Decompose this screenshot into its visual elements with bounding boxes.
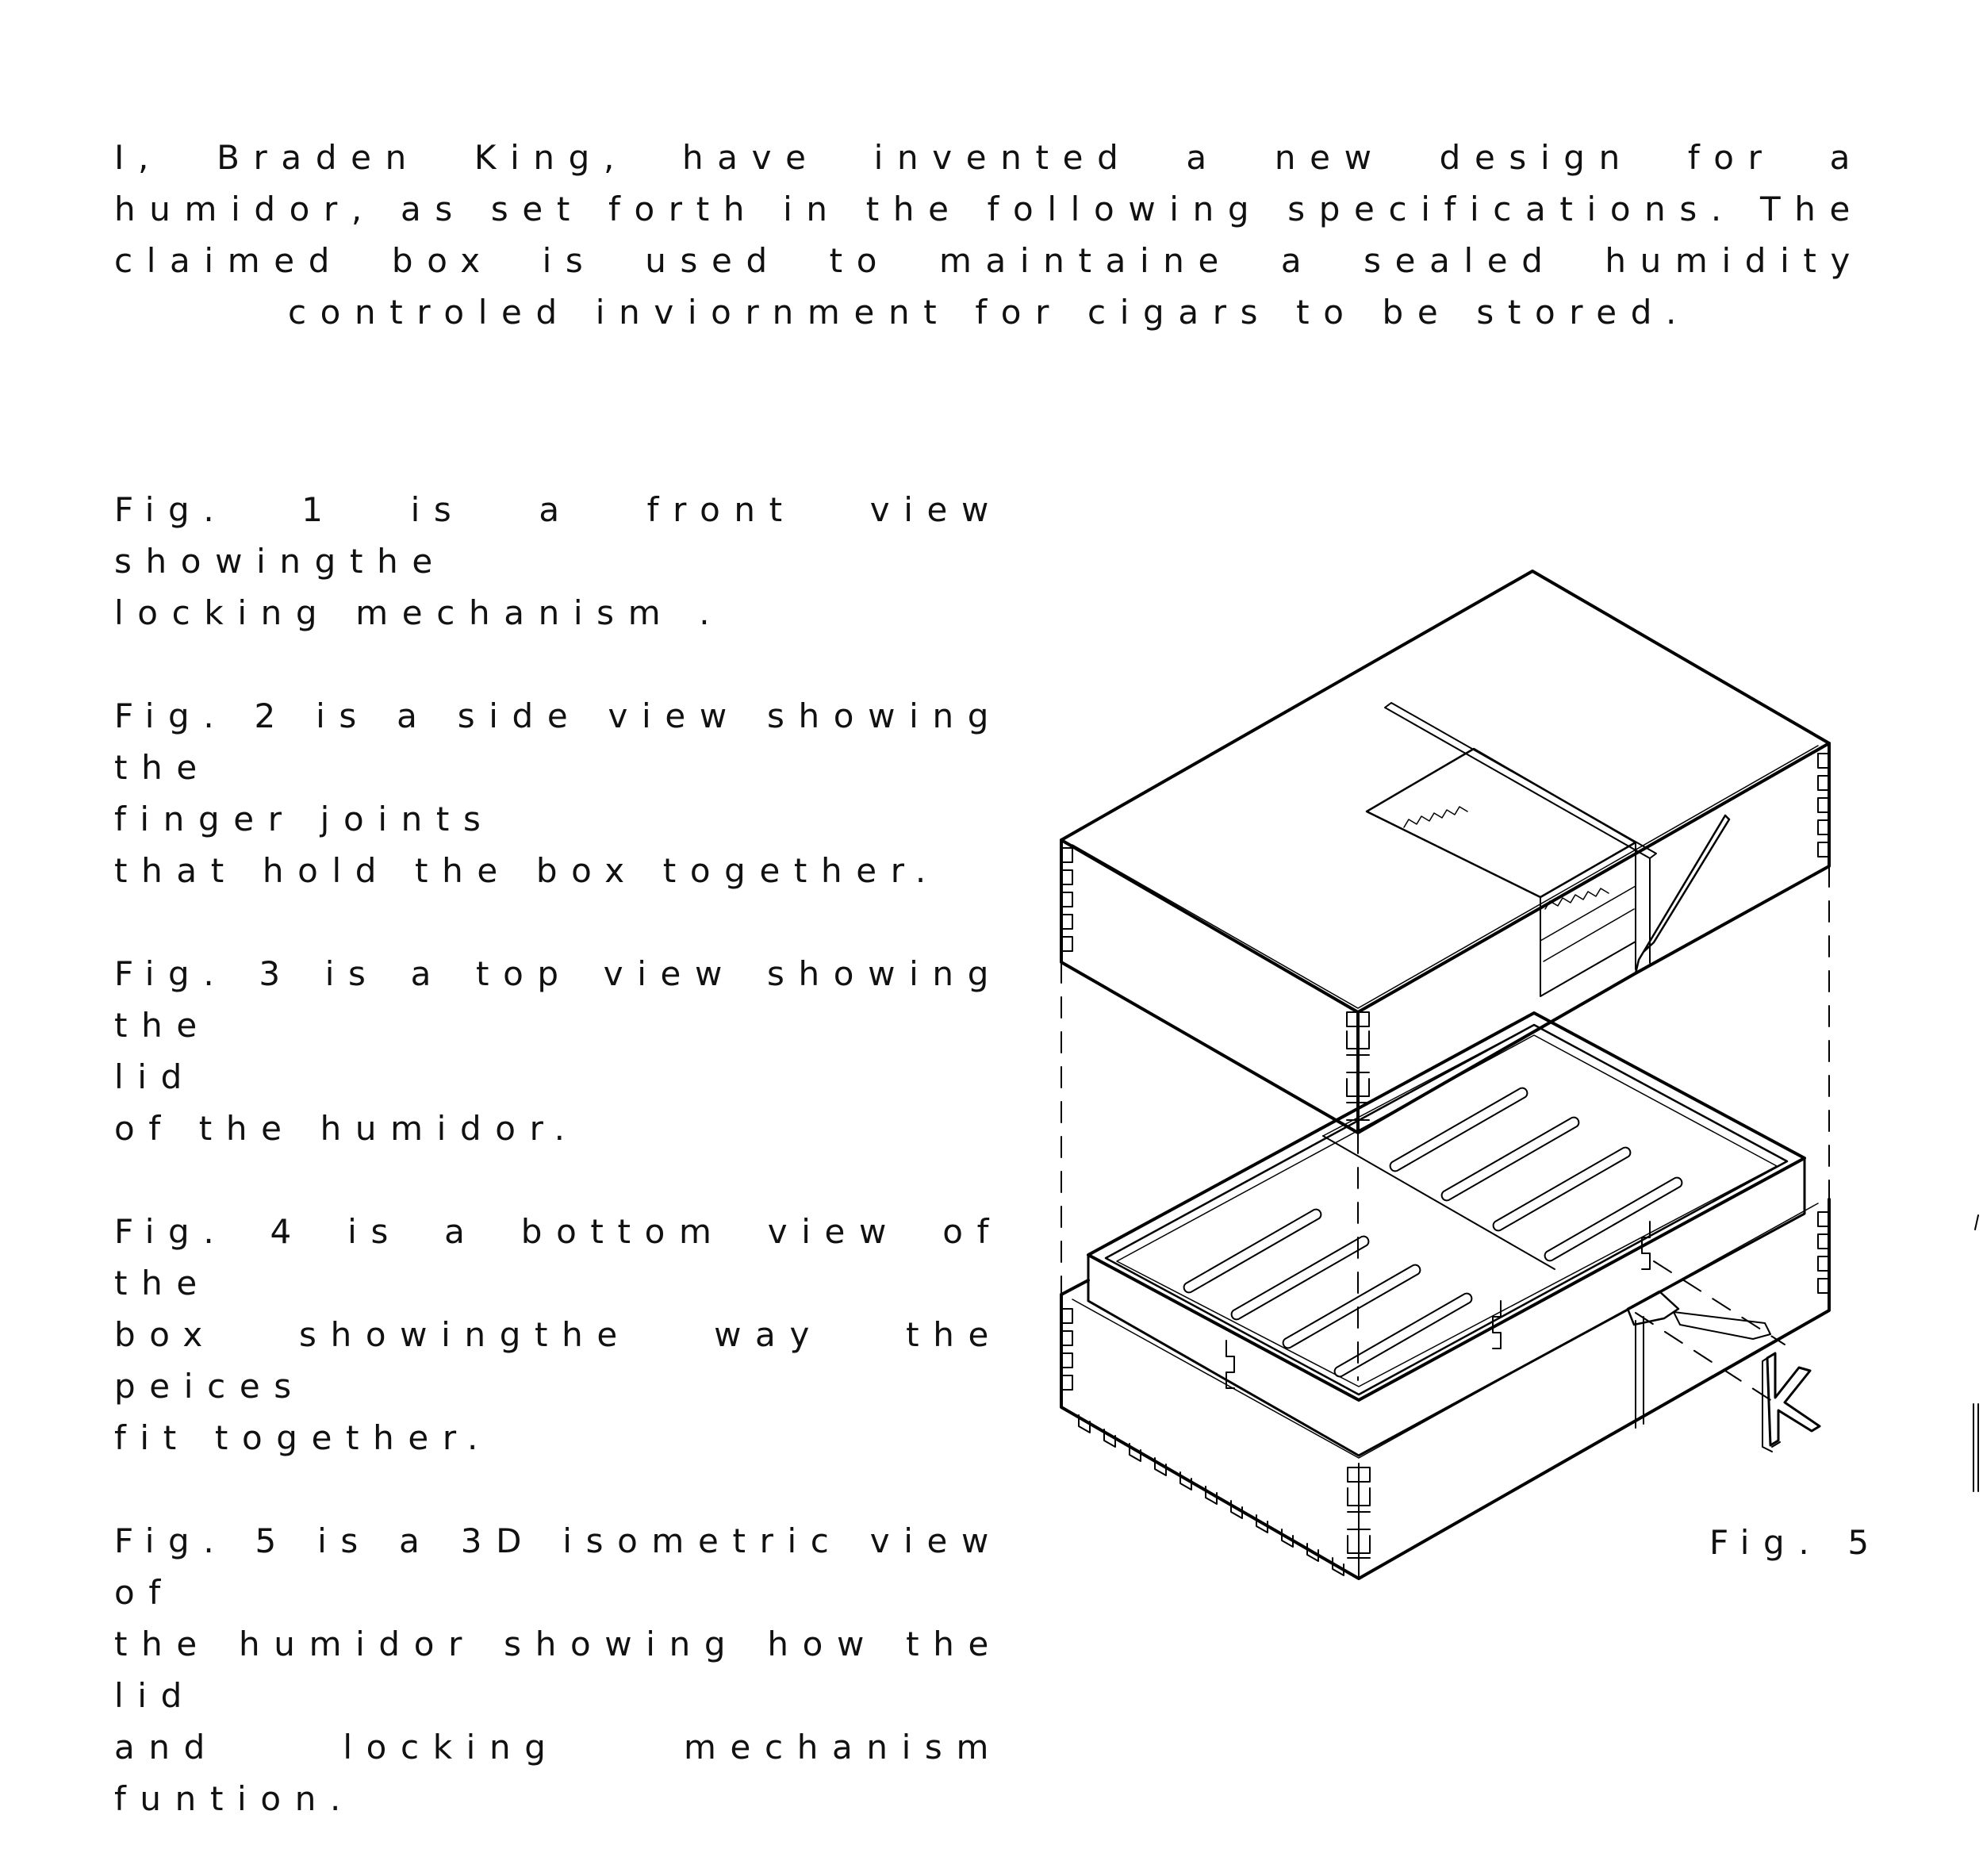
lid-cutaway-wall [1540, 842, 1636, 997]
figure-4-line-1: Fig. 4 is a bottom view of the [114, 1212, 1003, 1302]
humidor-lid [1060, 570, 1831, 1134]
tray-divider-2 [1322, 1024, 1535, 1137]
intro-paragraph: I, Braden King, have invented a new desi… [114, 138, 1864, 332]
tray-finger-joints [1225, 1221, 1651, 1389]
tray-top-rim-inner [1104, 1023, 1789, 1396]
cigar-slot-2 [1230, 1235, 1370, 1321]
figure-1-line-2: locking mechanism . [114, 593, 724, 632]
cigar-slot-3 [1282, 1264, 1421, 1349]
k-logo-mark [1766, 1352, 1821, 1447]
figure-4-line-3: fit together. [114, 1418, 492, 1457]
figure-5-line-3: and locking mechanism funtion. [114, 1728, 1003, 1818]
base-latch-tongue [1673, 1311, 1771, 1340]
base-top-outline [1060, 1279, 1090, 1296]
lid-cutaway-edge-1 [1540, 885, 1636, 942]
lid-right-face-outline [1356, 742, 1831, 1134]
alignment-dashed-lines [1061, 865, 1830, 1405]
cigar-slot-6 [1440, 1116, 1580, 1202]
figure-3-line-2: lid [114, 1057, 196, 1096]
tray-front-wall [1087, 1157, 1806, 1457]
cigar-slot-1 [1183, 1208, 1322, 1294]
lid-cutaway-finger-joint-top [1403, 806, 1468, 828]
base-finger-joints-left-corner [1061, 1308, 1073, 1391]
figure-description-3: Fig. 3 is a top view showing the lid of … [114, 948, 1003, 1154]
cigar-slot-5 [1389, 1087, 1528, 1172]
figure-1-line-1: Fig. 1 is a front view showingthe [114, 490, 1003, 581]
lid-top-face [1060, 570, 1831, 1014]
dashed-line-latch-1 [1653, 1260, 1785, 1345]
tray-floor [1116, 1034, 1778, 1387]
cigar-slot-8 [1544, 1176, 1683, 1262]
base-finger-joints-bottom-edge [1078, 1414, 1344, 1576]
tray-divider-1 [1322, 1135, 1555, 1270]
tray-cigar-slots-right [1389, 1087, 1683, 1262]
humidor-tray [1087, 1011, 1806, 1457]
cigar-slot-4 [1333, 1292, 1473, 1378]
k-logo-depth [1762, 1357, 1781, 1452]
lid-latch-arm [1634, 814, 1731, 975]
figure-2-line-2: finger joints [114, 800, 495, 838]
cigar-slot-7 [1492, 1146, 1632, 1232]
lid-lock-bar [1384, 702, 1657, 859]
lid-cutaway-finger-joint-side [1544, 888, 1609, 910]
figure-2-line-1: Fig. 2 is a side view showing the [114, 696, 1003, 787]
lid-finger-joints-front-corner [1346, 1011, 1370, 1121]
base-finger-joints-front-corner [1347, 1467, 1371, 1573]
edge-fragment-mark [1973, 1214, 1979, 1492]
figure-3-line-3: of the humidor. [114, 1109, 579, 1148]
humidor-base [1060, 1198, 1831, 1580]
lid-finger-joints-right-corner [1817, 753, 1830, 857]
figure-description-4: Fig. 4 is a bottom view of the box showi… [114, 1206, 1003, 1464]
humidor-isometric-drawing [1060, 570, 1979, 1580]
edge-fragment-line-1 [1974, 1214, 1979, 1230]
base-inner-rim-line [1072, 1203, 1819, 1459]
figure-description-1: Fig. 1 is a front view showingthe lockin… [114, 484, 1003, 639]
figure-2-line-3: that hold the box together. [114, 851, 940, 890]
lid-cutaway-edge-2 [1543, 908, 1635, 962]
lid-finger-joints-left-corner [1061, 847, 1073, 952]
tray-cigar-slots-left [1183, 1208, 1473, 1378]
lid-inner-rim-line [1072, 745, 1819, 1009]
figure-4-line-2: box showingthe way the peices [114, 1315, 1003, 1406]
figure-5-line-1: Fig. 5 is a 3D isometric view of [114, 1521, 1003, 1612]
base-latch-plate [1626, 1290, 1680, 1326]
base-finger-joints-right-corner [1817, 1211, 1830, 1294]
figure-5-label: Fig. 5 [1709, 1523, 1883, 1562]
dashed-line-latch-2 [1635, 1312, 1778, 1405]
figure-description-2: Fig. 2 is a side view showing the finger… [114, 690, 1003, 896]
figure-5-line-2: the humidor showing how the lid [114, 1625, 1003, 1715]
figure-3-line-1: Fig. 3 is a top view showing the [114, 954, 1003, 1045]
